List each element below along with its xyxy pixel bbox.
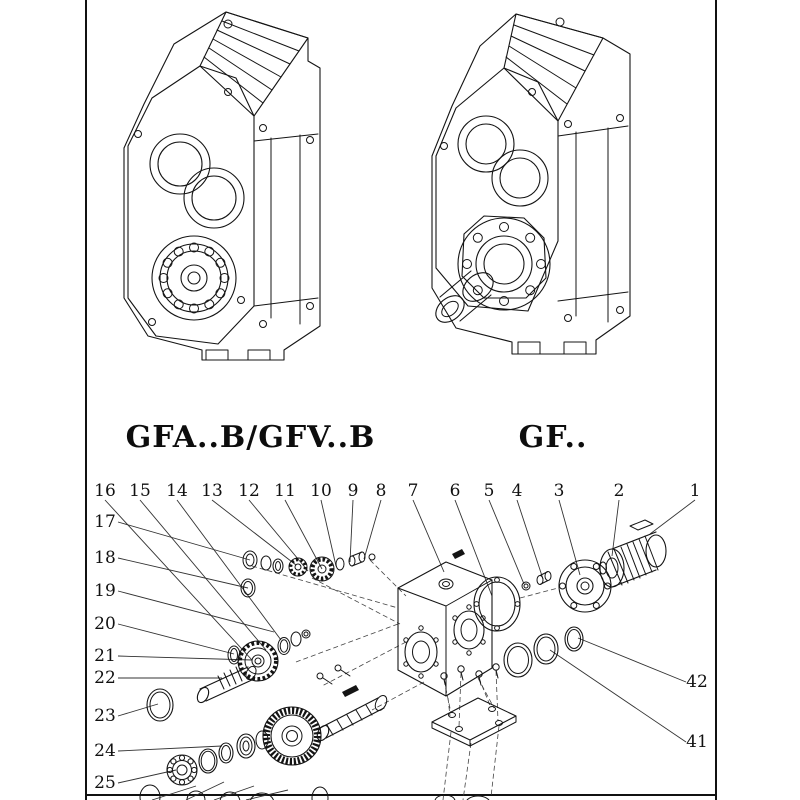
callout-15: 15 [129, 481, 151, 501]
callout-23: 23 [94, 706, 116, 726]
corner-bolts [134, 19, 314, 328]
callout-1: 1 [690, 481, 701, 501]
model-label-right: GF.. [518, 420, 588, 455]
clipped-bottom-parts [139, 784, 490, 800]
retaining-rings [503, 626, 584, 678]
page-border-bottom [85, 794, 717, 796]
callout-42: 42 [686, 672, 708, 692]
leader-lines [104, 499, 696, 800]
output-shaft [435, 270, 494, 323]
corner-bolts [440, 17, 624, 322]
gearbox-housing-outline [431, 13, 631, 355]
mounting-plate [431, 663, 517, 747]
callout-13: 13 [201, 481, 223, 501]
gasket-ring [473, 576, 521, 632]
callout-4: 4 [512, 481, 523, 501]
callout-8: 8 [376, 481, 387, 501]
callout-16: 16 [94, 481, 116, 501]
callout-41: 41 [686, 732, 708, 752]
output-gear-assembly [166, 664, 388, 786]
callout-14: 14 [166, 481, 188, 501]
model-label-left: GFA..B/GFV..B [125, 420, 376, 455]
callout-2: 2 [614, 481, 625, 501]
callout-19: 19 [94, 581, 116, 601]
callout-9: 9 [348, 481, 359, 501]
part-callouts: 16 15 14 13 12 11 10 9 8 7 6 5 4 3 2 1 1… [94, 481, 708, 793]
callout-6: 6 [450, 481, 461, 501]
callout-11: 11 [274, 481, 296, 501]
callout-7: 7 [408, 481, 419, 501]
gearbox-housing-outline [123, 11, 321, 361]
input-shaft-parts-cluster [240, 549, 465, 598]
top-rib-hatching [505, 24, 595, 105]
page-border-right [715, 0, 717, 800]
side-rib-frame [517, 125, 629, 355]
intermediate-gear-train [146, 629, 311, 722]
gear-housing [397, 561, 493, 697]
callout-18: 18 [94, 548, 116, 568]
callout-25: 25 [94, 773, 116, 793]
figure-gfab-gfvb [123, 11, 321, 361]
figure-gf [431, 13, 631, 355]
side-rib-frame [205, 133, 319, 361]
output-flange [457, 217, 551, 311]
exploded-view-diagram: 16 15 14 13 12 11 10 9 8 7 6 5 4 3 2 1 1… [94, 481, 708, 800]
callout-24: 24 [94, 741, 116, 761]
motor-unit [599, 519, 667, 588]
callout-10: 10 [310, 481, 332, 501]
input-bores [457, 115, 549, 207]
callout-5: 5 [484, 481, 495, 501]
callout-22: 22 [94, 668, 116, 688]
callout-21: 21 [94, 646, 116, 666]
callout-12: 12 [238, 481, 260, 501]
page-border-left [85, 0, 87, 800]
callout-3: 3 [554, 481, 565, 501]
fastener-pins [521, 571, 552, 591]
callout-20: 20 [94, 614, 116, 634]
callout-17: 17 [94, 512, 116, 532]
output-bearing [151, 235, 237, 321]
motor-flange [558, 559, 612, 613]
input-bores [149, 133, 245, 229]
top-rib-hatching [203, 20, 300, 104]
